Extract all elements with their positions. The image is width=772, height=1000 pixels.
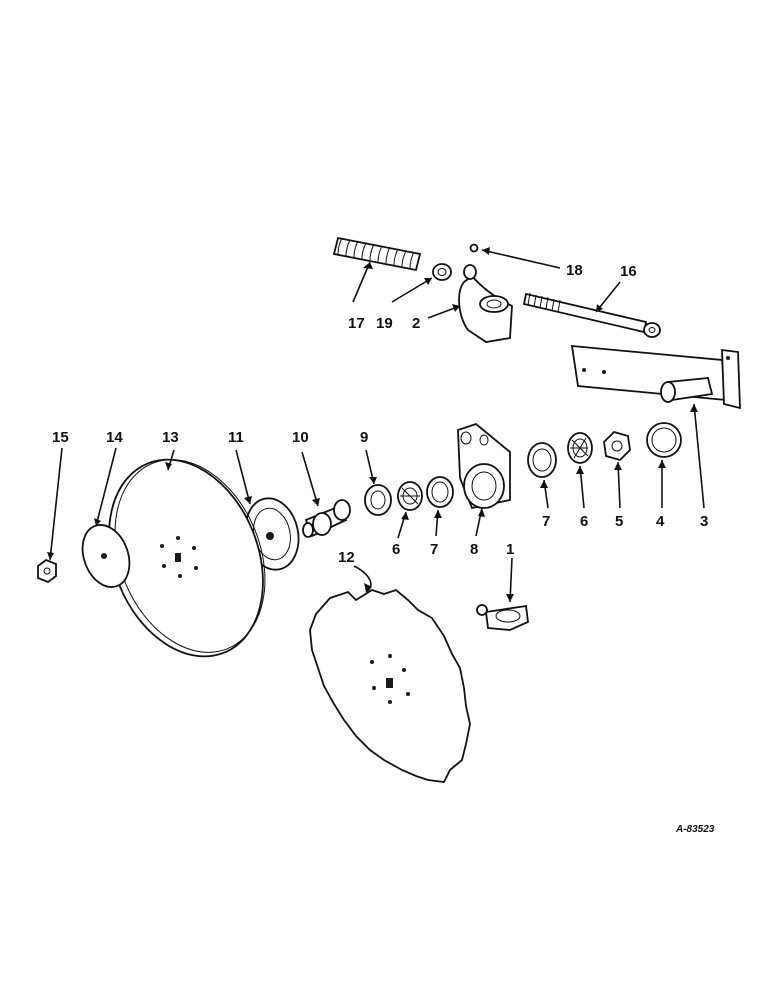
callout-7-left: 7: [430, 541, 438, 558]
leader-12: [353, 565, 372, 593]
callout-6-right: 6: [580, 513, 588, 530]
leader-19: [391, 277, 433, 303]
callout-15: 15: [52, 429, 69, 446]
part-14-washer-plate: [81, 524, 131, 588]
part-6-bearing-left: [397, 481, 423, 511]
part-12-notched-disc: [309, 588, 471, 783]
callout-19: 19: [376, 315, 393, 332]
callout-2: 2: [412, 315, 420, 332]
callout-5: 5: [615, 513, 623, 530]
part-18-pin: [469, 243, 479, 253]
leader-10: [301, 451, 319, 507]
leader-15: [49, 447, 63, 561]
callout-10: 10: [292, 429, 309, 446]
leader-3: [693, 403, 705, 509]
callout-7-right: 7: [542, 513, 550, 530]
part-17-spring: [332, 236, 422, 272]
part-19-bushing: [432, 263, 452, 281]
callout-3: 3: [700, 513, 708, 530]
callout-8: 8: [470, 541, 478, 558]
leader-11: [235, 449, 251, 505]
callout-17: 17: [348, 315, 365, 332]
callout-14: 14: [106, 429, 123, 446]
part-1-clamp: [476, 604, 529, 631]
leader-18: [481, 249, 561, 269]
callout-4: 4: [656, 513, 665, 530]
callout-9: 9: [360, 429, 368, 446]
part-5-nut: [603, 430, 631, 462]
part-6-bearing-right: [567, 432, 593, 464]
document-id: A-83523: [675, 824, 715, 835]
callout-11: 11: [228, 429, 244, 446]
part-7-race-right: [527, 442, 557, 478]
callout-1: 1: [506, 541, 514, 558]
leader-14: [95, 447, 117, 527]
part-2-bracket: [458, 264, 513, 343]
callout-13: 13: [162, 429, 179, 446]
part-7-race-left: [426, 476, 454, 508]
part-3-arm: [570, 344, 741, 410]
part-15-nut: [37, 558, 57, 584]
part-8-housing: [457, 422, 511, 510]
leader-17: [352, 261, 371, 303]
part-10-spindle: [302, 499, 351, 538]
callout-16: 16: [620, 263, 637, 280]
callout-12: 12: [338, 549, 355, 566]
callout-6-left: 6: [392, 541, 400, 558]
arrowheads: [47, 247, 698, 602]
part-16-rod: [522, 292, 661, 338]
part-4-cap: [646, 422, 682, 458]
callout-18: 18: [566, 262, 583, 279]
callout-labels: 17 19 2 18 16 3 4 5 6 7 8 7 6 9 10 11 13…: [52, 262, 715, 835]
part-9-seal: [364, 484, 392, 516]
